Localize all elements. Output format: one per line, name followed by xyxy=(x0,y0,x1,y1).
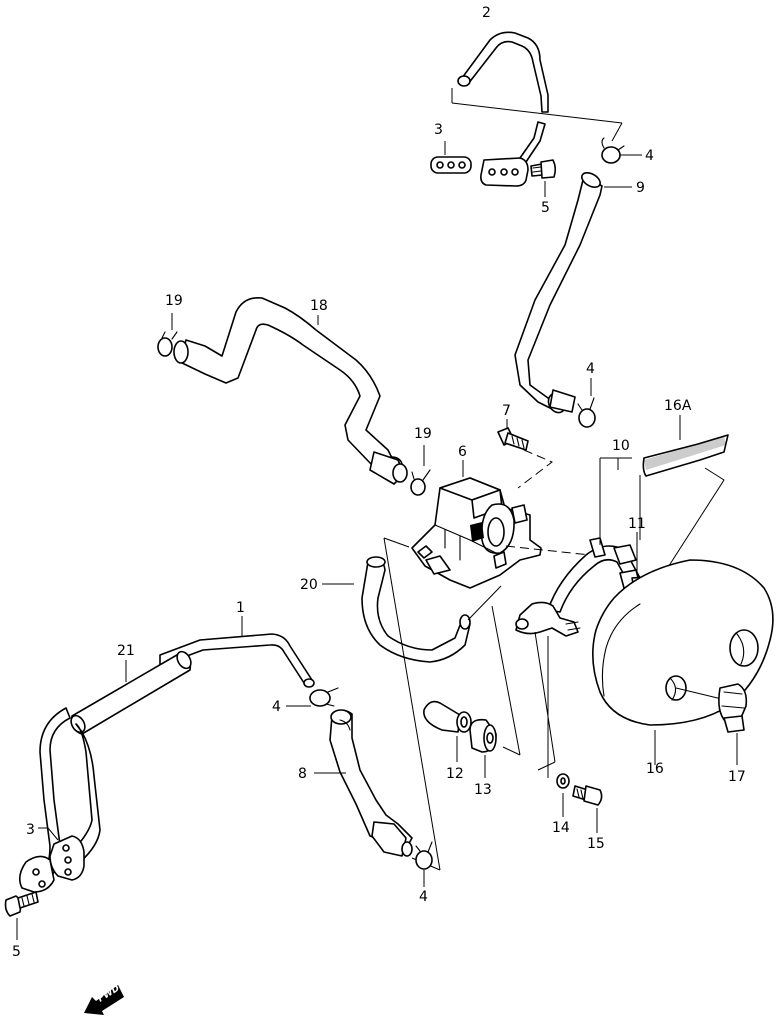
callout-18: 18 xyxy=(310,298,328,314)
part-10-clamp-lower[interactable] xyxy=(515,601,581,637)
callout-21: 21 xyxy=(117,643,135,659)
part-12-grommet[interactable] xyxy=(423,700,472,733)
part-17-cap-nut[interactable] xyxy=(718,683,748,733)
part-10-bracket[interactable] xyxy=(547,537,641,613)
part-1-flange-lower[interactable] xyxy=(18,855,55,893)
callout-4-hose8: 4 xyxy=(419,889,428,905)
callout-3-lower: 3 xyxy=(26,822,35,838)
part-9-hose[interactable] xyxy=(514,170,603,416)
callout-15: 15 xyxy=(587,836,605,852)
callout-6: 6 xyxy=(458,444,467,460)
part-7-bolt[interactable] xyxy=(497,427,529,451)
callout-16a: 16A xyxy=(664,398,692,414)
callout-17: 17 xyxy=(728,769,746,785)
part-4-clip-pipe1[interactable] xyxy=(309,687,339,707)
part-19-clip-right[interactable] xyxy=(410,469,431,496)
callout-13: 13 xyxy=(474,782,492,798)
part-4-clip-upper[interactable] xyxy=(601,137,625,164)
part-6-valve[interactable] xyxy=(411,477,542,589)
callout-1: 1 xyxy=(236,600,245,616)
part-4-clip-hose9[interactable] xyxy=(577,397,596,428)
part-2-flange[interactable] xyxy=(480,157,529,187)
part-3-plate-upper[interactable] xyxy=(430,156,472,174)
part-14-washer[interactable] xyxy=(556,773,570,789)
callout-4-upper: 4 xyxy=(645,148,654,164)
callout-16: 16 xyxy=(646,761,664,777)
callout-9: 9 xyxy=(636,180,645,196)
callout-2: 2 xyxy=(482,5,491,21)
callout-5-lower: 5 xyxy=(12,944,21,960)
part-20-hose[interactable] xyxy=(361,556,471,663)
forward-arrow-icon: FWD xyxy=(84,983,124,1015)
callout-4-hose9: 4 xyxy=(586,361,595,377)
part-8-hose[interactable] xyxy=(329,709,413,857)
callout-19-left: 19 xyxy=(165,293,183,309)
part-18-hose[interactable] xyxy=(173,296,408,485)
part-21-sleeve[interactable] xyxy=(68,649,193,735)
callout-14: 14 xyxy=(552,820,570,836)
part-5-bolt-upper[interactable] xyxy=(530,159,557,179)
part-15-bolt[interactable] xyxy=(572,785,603,806)
callout-7: 7 xyxy=(502,403,511,419)
callout-20: 20 xyxy=(300,577,318,593)
part-16a-cushion[interactable] xyxy=(642,434,729,477)
callout-3-upper: 3 xyxy=(434,122,443,138)
part-1-pipe[interactable] xyxy=(159,633,315,688)
part-4-clip-hose8[interactable] xyxy=(415,841,433,870)
callout-11: 11 xyxy=(628,516,646,532)
callout-10: 10 xyxy=(612,438,630,454)
callout-12: 12 xyxy=(446,766,464,782)
callout-5-upper: 5 xyxy=(541,200,550,216)
callout-19-right: 19 xyxy=(414,426,432,442)
part-2-pipe[interactable] xyxy=(457,31,549,163)
callout-4-pipe1: 4 xyxy=(272,699,281,715)
part-19-clip-left[interactable] xyxy=(157,331,178,357)
part-13-collar[interactable] xyxy=(469,718,497,753)
callout-8: 8 xyxy=(298,766,307,782)
part-5-bolt-lower[interactable] xyxy=(4,891,39,917)
